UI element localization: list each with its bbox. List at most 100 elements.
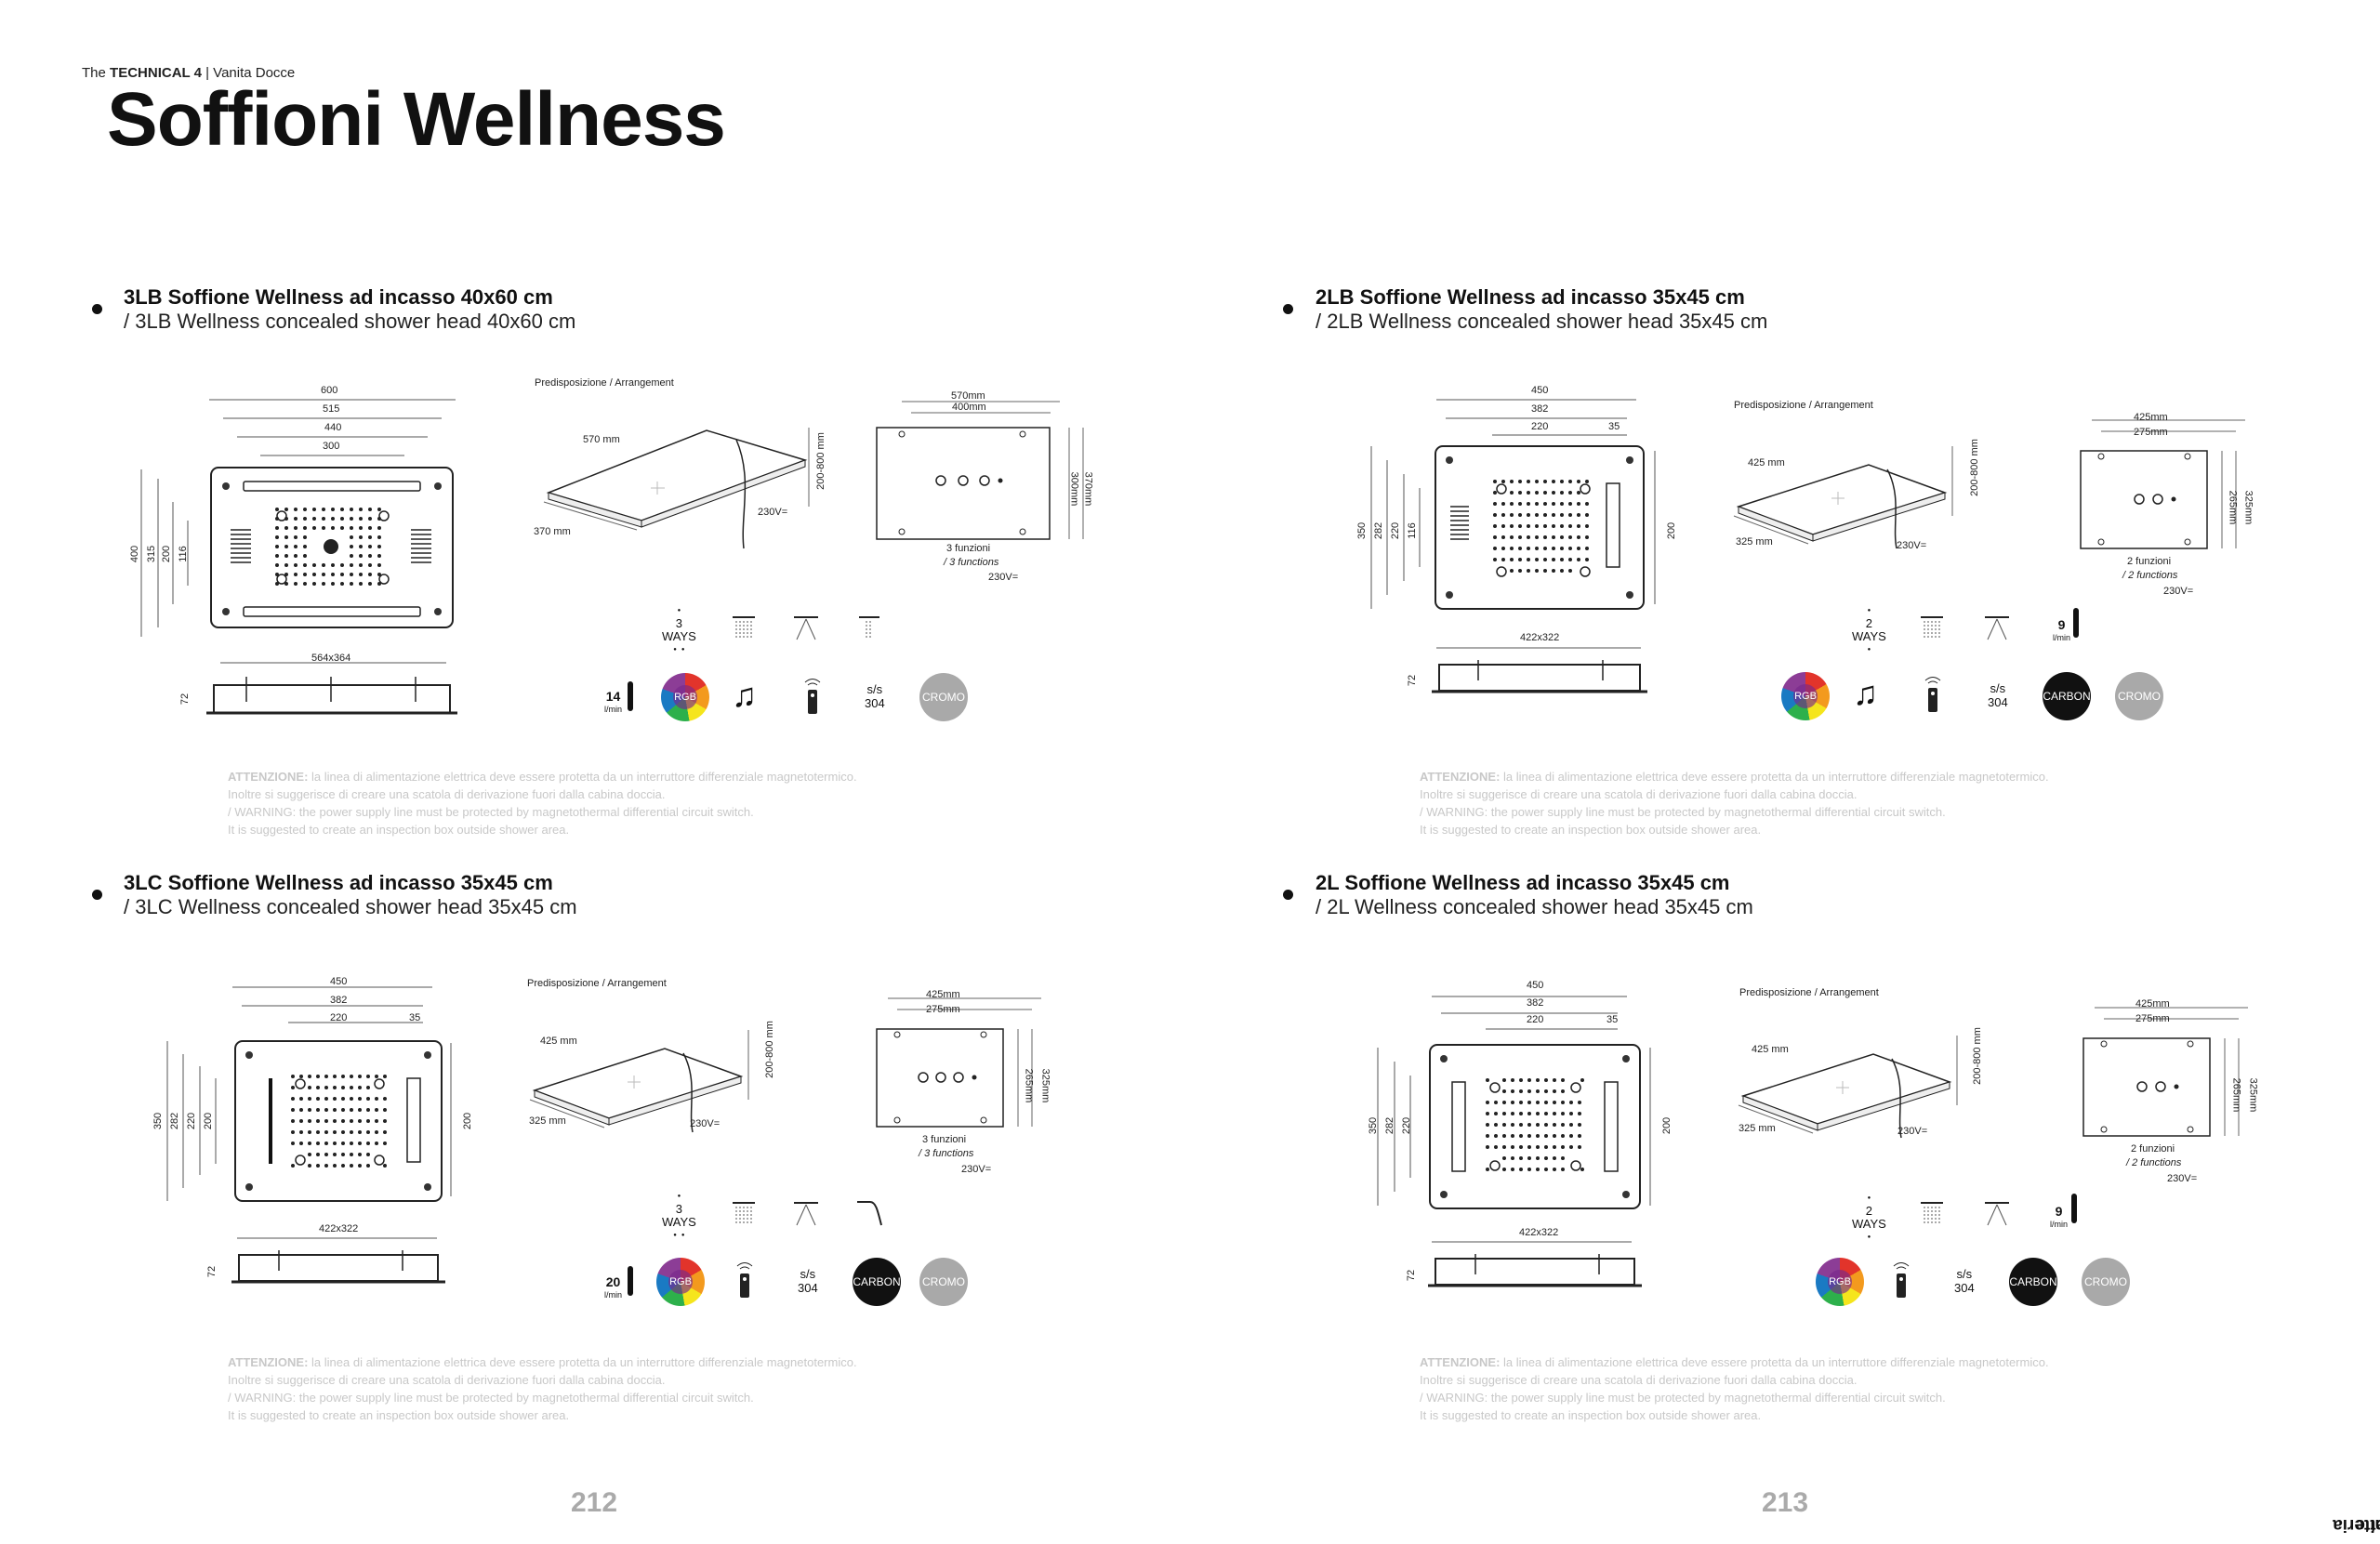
iso-dim: 570 mm	[583, 434, 620, 445]
dim-label: 600	[321, 385, 338, 396]
functions-en: / 3 functions	[919, 1148, 974, 1159]
iso-arrangement-drawing	[1738, 1036, 1958, 1139]
cromo-finish-badge: CROMO	[919, 673, 968, 721]
warning-text: ATTENZIONE: la linea di alimentazione el…	[1420, 1355, 2049, 1422]
dim-label: 450	[330, 976, 348, 987]
remote-control-icon	[1924, 677, 1941, 712]
arrangement-label: Predisposizione / Arrangement	[1734, 400, 1873, 411]
dim-label: 350	[1356, 521, 1368, 540]
dim-label: 35	[409, 1012, 421, 1023]
connection-box-drawing	[876, 997, 1041, 1128]
water-drop-icon	[2073, 608, 2079, 638]
box-dim: 570mm	[951, 390, 985, 402]
carbon-finish-badge: CARBON	[853, 1258, 901, 1306]
functions-en: / 3 functions	[944, 557, 999, 568]
dim-label: 450	[1527, 980, 1544, 991]
product-title: 3LB Soffione Wellness ad incasso 40x60 c…	[124, 285, 553, 309]
cromo-finish-badge: CROMO	[919, 1258, 968, 1306]
dim-label: 282	[169, 1112, 181, 1130]
box-dim: 325mm	[2247, 1077, 2259, 1113]
rgb-light-icon: RGB	[1781, 672, 1830, 720]
carbon-finish-badge: CARBON	[2009, 1258, 2057, 1306]
dim-label: 35	[1608, 421, 1620, 432]
box-dim: 265mm	[2227, 490, 2239, 525]
iso-dim: 425 mm	[1752, 1044, 1789, 1055]
dim-label: 220	[186, 1112, 198, 1130]
water-drop-icon	[628, 1266, 633, 1296]
functions-it: 2 funzioni	[2127, 556, 2172, 567]
carbon-finish-badge: CARBON	[2043, 672, 2091, 720]
section-side-tab: Soffioni eRubinetteria	[2324, 1422, 2380, 1535]
iso-dim: 325 mm	[529, 1115, 566, 1127]
functions-it: 3 funzioni	[946, 543, 991, 554]
box-dim: 400mm	[952, 402, 986, 413]
dim-label: 220	[1527, 1014, 1544, 1025]
product-subtitle: / 2L Wellness concealed shower head 35x4…	[1316, 895, 1753, 918]
box-dim: 325mm	[1039, 1068, 1051, 1103]
product-subtitle: / 3LB Wellness concealed shower head 40x…	[124, 310, 576, 333]
dim-label: 200	[1666, 521, 1678, 540]
dim-label: 422x322	[1520, 632, 1560, 643]
dim-label: 35	[1606, 1014, 1619, 1025]
bullet	[1283, 890, 1293, 900]
bullet	[92, 890, 102, 900]
water-drop-icon	[2071, 1194, 2077, 1223]
remote-control-icon	[804, 679, 821, 714]
dim-label: 382	[1531, 403, 1549, 415]
rain-jet-icon	[1921, 616, 1943, 640]
shower-head-front-drawing	[166, 986, 452, 1284]
page-number-right: 213	[1762, 1487, 1809, 1518]
box-dim: 275mm	[926, 1004, 960, 1015]
iso-arrangement-drawing	[543, 428, 810, 549]
cromo-finish-badge: CROMO	[2082, 1258, 2130, 1306]
dim-label: 116	[1406, 522, 1418, 539]
dim-label: 200	[203, 1112, 215, 1130]
box-dim: 275mm	[2135, 1013, 2170, 1024]
voltage-label: 230V=	[1897, 540, 1927, 551]
voltage-label: 230V=	[988, 572, 1019, 583]
box-dim: 275mm	[2134, 427, 2168, 438]
voltage-label: 230V=	[690, 1118, 721, 1129]
dim-label: 515	[323, 403, 340, 415]
box-dim: 300mm	[1068, 471, 1080, 507]
header-prefix: The	[82, 65, 106, 81]
cromo-finish-badge: CROMO	[2115, 672, 2163, 720]
box-dim: 325mm	[2242, 490, 2254, 525]
product-title: 3LC Soffione Wellness ad incasso 35x45 c…	[124, 871, 553, 894]
arrangement-label: Predisposizione / Arrangement	[527, 978, 667, 989]
product-title: 2LB Soffione Wellness ad incasso 35x45 c…	[1316, 285, 1745, 309]
product-title: 2L Soffione Wellness ad incasso 35x45 cm	[1316, 871, 1730, 894]
dim-label: 282	[1384, 1116, 1396, 1135]
dim-label: 564x364	[311, 653, 351, 664]
cascade-jet-icon	[794, 1202, 818, 1226]
rain-jet-icon	[733, 616, 755, 640]
dim-label: 450	[1531, 385, 1549, 396]
functions-en: / 2 functions	[2122, 570, 2178, 581]
dim-label: 350	[1368, 1116, 1380, 1135]
shower-head-front-drawing	[140, 399, 457, 715]
bullet	[1283, 304, 1293, 314]
iso-dim: 325 mm	[1739, 1123, 1776, 1134]
music-icon: ♫	[732, 676, 757, 714]
remote-control-icon	[736, 1262, 753, 1298]
iso-dim: 200-800 mm	[814, 432, 826, 490]
dim-label: 440	[324, 422, 342, 433]
cascade-jet-icon	[794, 616, 818, 640]
functions-it: 2 funzioni	[2131, 1143, 2175, 1155]
bullet	[92, 304, 102, 314]
dim-label: 200	[161, 545, 173, 563]
iso-dim: 370 mm	[534, 526, 571, 537]
waterfall-jet-icon	[857, 1201, 882, 1226]
functions-it: 3 funzioni	[922, 1134, 967, 1145]
remote-control-icon	[1893, 1262, 1910, 1298]
iso-dim: 425 mm	[1748, 457, 1785, 468]
rain-jet-icon	[733, 1202, 755, 1225]
iso-dim: 200-800 mm	[1971, 1027, 1983, 1085]
running-header: The TECHNICAL 4 | Vanita Docce	[82, 65, 295, 81]
dim-label: 382	[1527, 997, 1544, 1009]
